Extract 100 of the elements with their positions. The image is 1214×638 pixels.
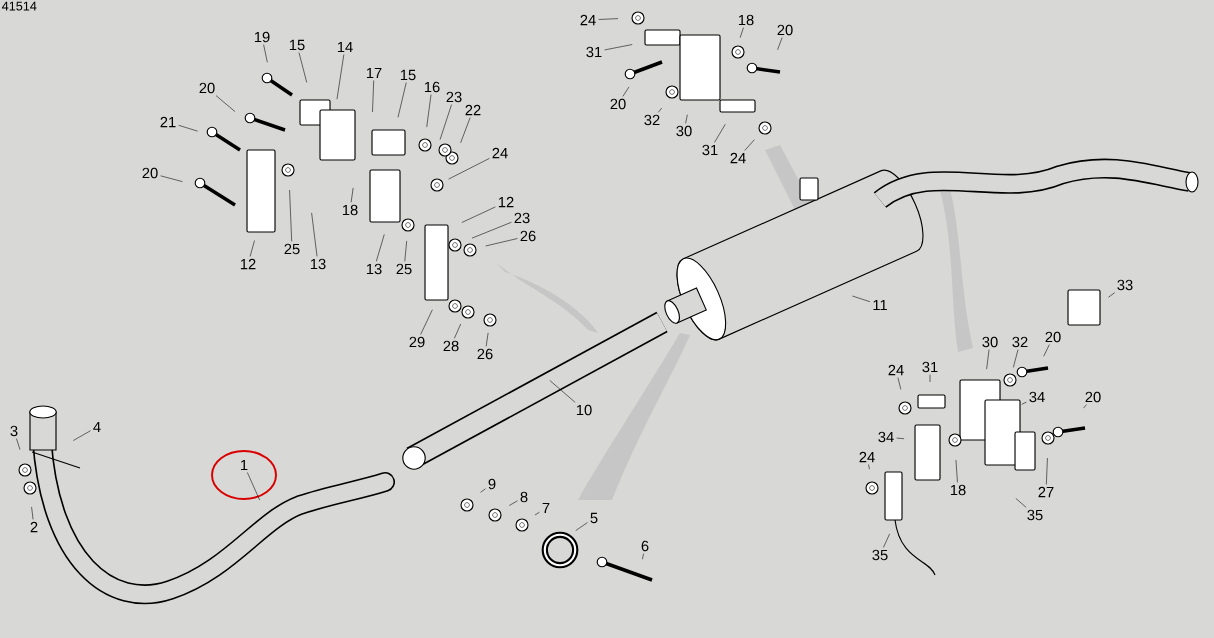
- leader-line: [657, 107, 663, 113]
- callout-number: 27: [1038, 486, 1054, 498]
- leader-line: [852, 295, 871, 302]
- leader-line: [420, 309, 433, 335]
- callout-number: 2: [30, 521, 38, 533]
- callout-number: 25: [396, 263, 412, 275]
- leader-line: [311, 212, 318, 257]
- leader-line: [397, 82, 407, 118]
- callout-number: 14: [337, 41, 353, 53]
- leader-line: [685, 114, 688, 124]
- callout-number: 22: [465, 104, 481, 116]
- callout-number: 31: [922, 361, 938, 373]
- leader-line: [744, 139, 755, 151]
- callout-number: 34: [878, 431, 894, 443]
- leader-line: [249, 240, 255, 257]
- callout-number: 3: [10, 425, 18, 437]
- callout-number: 11: [873, 299, 887, 311]
- callout-number: 35: [1027, 509, 1043, 521]
- leader-line: [439, 104, 452, 140]
- leader-line: [604, 44, 633, 51]
- leader-line: [289, 189, 292, 242]
- callout-number: 35: [872, 549, 888, 561]
- leader-line: [460, 117, 471, 144]
- leader-line: [534, 511, 540, 516]
- leader-line: [777, 37, 783, 51]
- callout-number: 31: [702, 144, 718, 156]
- callout-number: 7: [542, 502, 550, 514]
- leader-line: [471, 222, 512, 239]
- leader-line: [461, 206, 496, 223]
- callout-number: 24: [580, 14, 596, 26]
- callout-number: 19: [254, 31, 270, 43]
- callout-number: 5: [590, 512, 598, 524]
- leader-line: [448, 158, 490, 180]
- callout-number: 18: [342, 204, 358, 216]
- callout-number: 21: [160, 116, 176, 128]
- leader-line: [897, 377, 902, 390]
- callout-number: 34: [1029, 391, 1045, 403]
- callout-number: 13: [366, 263, 382, 275]
- leader-line: [1021, 401, 1027, 405]
- leader-line: [929, 374, 931, 383]
- callout-number: 9: [488, 478, 496, 490]
- callout-number: 18: [950, 484, 966, 496]
- callout-number: 12: [240, 258, 256, 270]
- callout-number: 28: [443, 340, 459, 352]
- leader-line: [16, 438, 21, 450]
- callout-number: 10: [576, 404, 592, 416]
- callout-number: 24: [730, 152, 746, 164]
- leader-line: [955, 459, 958, 483]
- callout-number: 24: [859, 451, 875, 463]
- leader-line: [426, 94, 432, 128]
- leader-line: [31, 506, 34, 520]
- callout-number: 32: [644, 114, 660, 126]
- leader-line: [160, 175, 183, 182]
- callout-number: 30: [676, 125, 692, 137]
- leader-line: [714, 123, 726, 143]
- leader-line: [868, 464, 870, 470]
- leader-line: [263, 44, 268, 63]
- callout-number: 24: [492, 147, 508, 159]
- callout-number: 26: [477, 348, 493, 360]
- leader-line: [549, 380, 576, 403]
- callout-number: 20: [610, 98, 626, 110]
- leader-line: [1108, 292, 1115, 298]
- leader-line: [298, 52, 307, 83]
- leader-line: [404, 240, 407, 262]
- callout-number: 20: [1085, 391, 1101, 403]
- callout-number: 33: [1117, 279, 1133, 291]
- callout-number: 18: [738, 14, 754, 26]
- leader-line: [178, 125, 198, 132]
- callout-number: 17: [366, 67, 382, 79]
- callout-number: 15: [400, 69, 416, 81]
- leader-line: [598, 18, 619, 20]
- leader-line: [73, 430, 91, 441]
- callout-number: 20: [199, 82, 215, 94]
- callout-number: 15: [289, 39, 305, 51]
- leader-line: [485, 238, 518, 247]
- callout-number: 13: [310, 258, 326, 270]
- callout-number: 31: [586, 46, 602, 58]
- leader-line: [1015, 498, 1027, 508]
- leader-line: [372, 80, 374, 113]
- leader-line: [1013, 349, 1019, 368]
- leader-line: [350, 187, 354, 203]
- callout-number: 20: [777, 24, 793, 36]
- drawing-number: 41514: [2, 1, 37, 11]
- leader-line: [986, 349, 990, 370]
- leader-line: [1043, 344, 1050, 357]
- leader-line: [1083, 404, 1087, 409]
- leader-line: [247, 472, 260, 501]
- callout-number: 24: [888, 364, 904, 376]
- callout-number: 4: [93, 421, 101, 433]
- leader-line: [480, 488, 486, 493]
- callout-number: 26: [520, 230, 536, 242]
- leader-line: [622, 86, 630, 97]
- callout-number: 20: [142, 167, 158, 179]
- callout-number: 30: [982, 336, 998, 348]
- callout-number: 25: [284, 243, 300, 255]
- callout-number: 8: [520, 491, 528, 503]
- callout-number: 23: [446, 91, 462, 103]
- leader-line: [376, 234, 385, 262]
- callout-number: 29: [409, 336, 425, 348]
- leader-line: [485, 332, 489, 347]
